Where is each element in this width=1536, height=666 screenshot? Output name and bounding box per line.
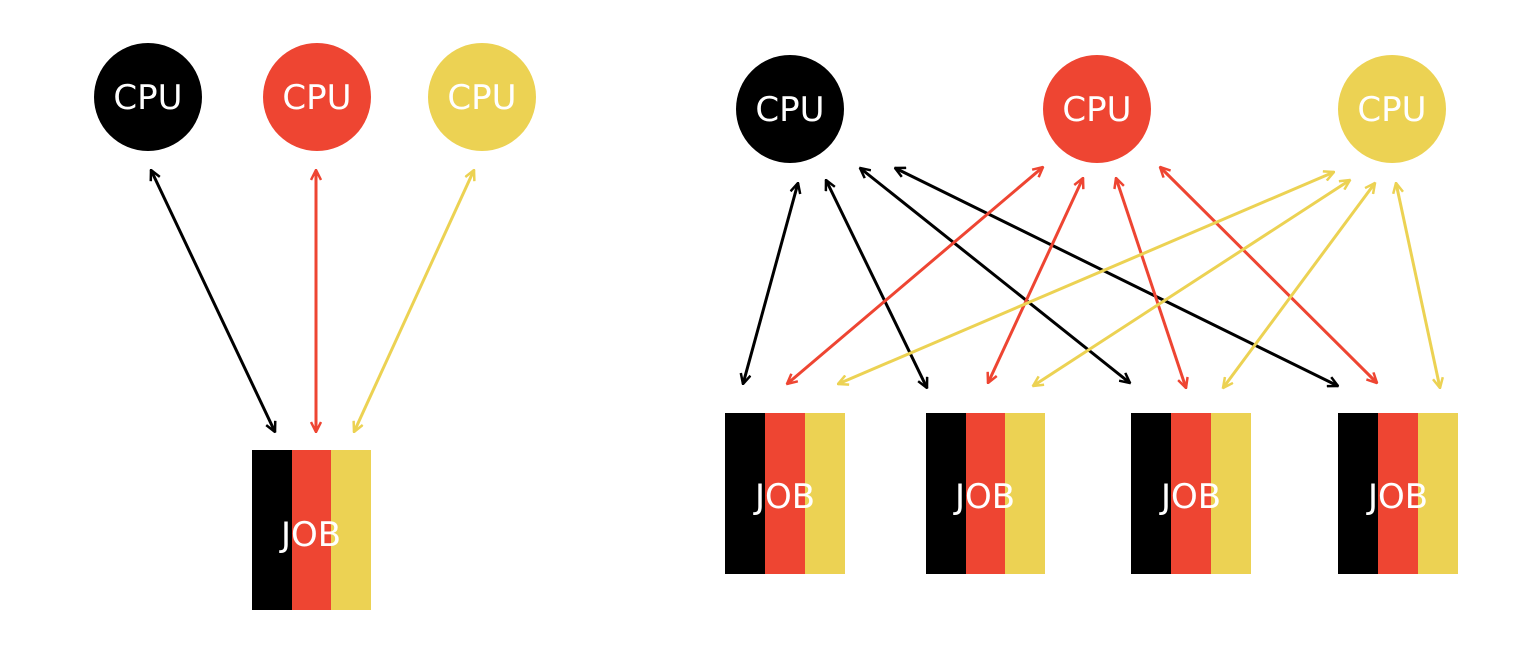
left-cpu-red-label: CPU bbox=[282, 78, 351, 118]
left-cpu-black-label: CPU bbox=[113, 78, 182, 118]
right-job-4: JOB bbox=[1338, 413, 1458, 574]
right-job-2: JOB bbox=[926, 413, 1045, 574]
left-arrow-black bbox=[151, 170, 275, 432]
left-panel: CPU CPU CPU JOB bbox=[94, 43, 536, 610]
right-arrow-yellow-job3 bbox=[1223, 183, 1375, 388]
right-job-1: JOB bbox=[725, 413, 845, 574]
right-arrow-black-job1 bbox=[743, 183, 798, 384]
right-job-3: JOB bbox=[1131, 413, 1251, 574]
right-job-3-label: JOB bbox=[1159, 477, 1221, 517]
left-cpu-black: CPU bbox=[94, 43, 202, 151]
right-arrow-yellow-job4 bbox=[1396, 183, 1440, 388]
left-job: JOB bbox=[252, 450, 371, 610]
left-job-label: JOB bbox=[279, 515, 341, 555]
right-cpu-black-label: CPU bbox=[755, 90, 824, 130]
right-job-1-label: JOB bbox=[753, 477, 815, 517]
right-cpu-red-label: CPU bbox=[1062, 90, 1131, 130]
left-cpu-yellow: CPU bbox=[428, 43, 536, 151]
left-cpu-red: CPU bbox=[263, 43, 371, 151]
right-job-2-label: JOB bbox=[953, 477, 1015, 517]
right-job-4-label: JOB bbox=[1366, 477, 1428, 517]
right-cpu-yellow: CPU bbox=[1338, 55, 1446, 163]
right-cpu-yellow-label: CPU bbox=[1357, 90, 1426, 130]
right-cpu-red: CPU bbox=[1043, 55, 1151, 163]
right-panel: CPU CPU CPU JOB JOB bbox=[725, 55, 1458, 574]
right-cpu-black: CPU bbox=[736, 55, 844, 163]
left-cpu-yellow-label: CPU bbox=[447, 78, 516, 118]
left-arrow-yellow bbox=[354, 170, 474, 432]
